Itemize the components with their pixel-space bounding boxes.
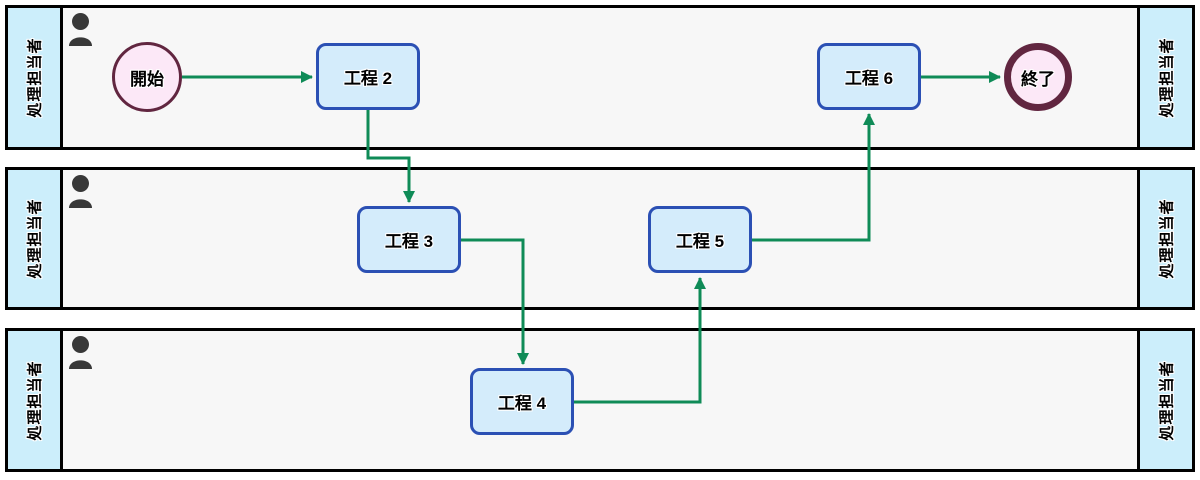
task-label-step4: 工程 4 <box>497 394 547 413</box>
start-event-label: 開始 <box>130 69 164 89</box>
lane-1-body <box>63 8 1137 147</box>
lane-2-left-header: 処理担当者 <box>8 170 63 307</box>
lane-2: 処理担当者 処理担当者 <box>5 167 1195 310</box>
task-node-step6: 工程 6 <box>817 43 921 110</box>
lane-3: 処理担当者 処理担当者 <box>5 328 1195 472</box>
end-event-node: 終了 <box>1004 43 1072 111</box>
lane-2-right-header: 処理担当者 <box>1137 170 1192 307</box>
lane-1-label-right: 処理担当者 <box>1158 37 1176 118</box>
lane-3-left-header: 処理担当者 <box>8 331 63 469</box>
task-node-step5: 工程 5 <box>648 206 752 273</box>
person-icon <box>69 336 92 369</box>
lane-1-right-header: 処理担当者 <box>1137 8 1192 147</box>
lane-1-label: 処理担当者 <box>26 37 44 118</box>
start-event-node: 開始 <box>112 42 182 112</box>
lane-2-label: 処理担当者 <box>26 198 44 279</box>
person-icon <box>69 13 92 46</box>
lane-3-body <box>63 331 1137 469</box>
lane-3-label-right: 処理担当者 <box>1158 359 1176 441</box>
lane-3-right-header: 処理担当者 <box>1137 331 1192 469</box>
task-label-step5: 工程 5 <box>675 232 725 251</box>
person-icon <box>69 175 92 208</box>
lane-2-label-right: 処理担当者 <box>1158 198 1176 279</box>
lane-1-left-header: 処理担当者 <box>8 8 63 147</box>
task-node-step3: 工程 3 <box>357 206 461 273</box>
lane-2-body <box>63 170 1137 307</box>
lane-3-label: 処理担当者 <box>26 359 44 441</box>
task-node-step2: 工程 2 <box>316 43 420 110</box>
task-label-step3: 工程 3 <box>384 232 434 251</box>
task-node-step4: 工程 4 <box>470 368 574 435</box>
end-event-label: 終了 <box>1021 69 1055 89</box>
task-label-step2: 工程 2 <box>343 69 393 88</box>
task-label-step6: 工程 6 <box>844 69 894 88</box>
